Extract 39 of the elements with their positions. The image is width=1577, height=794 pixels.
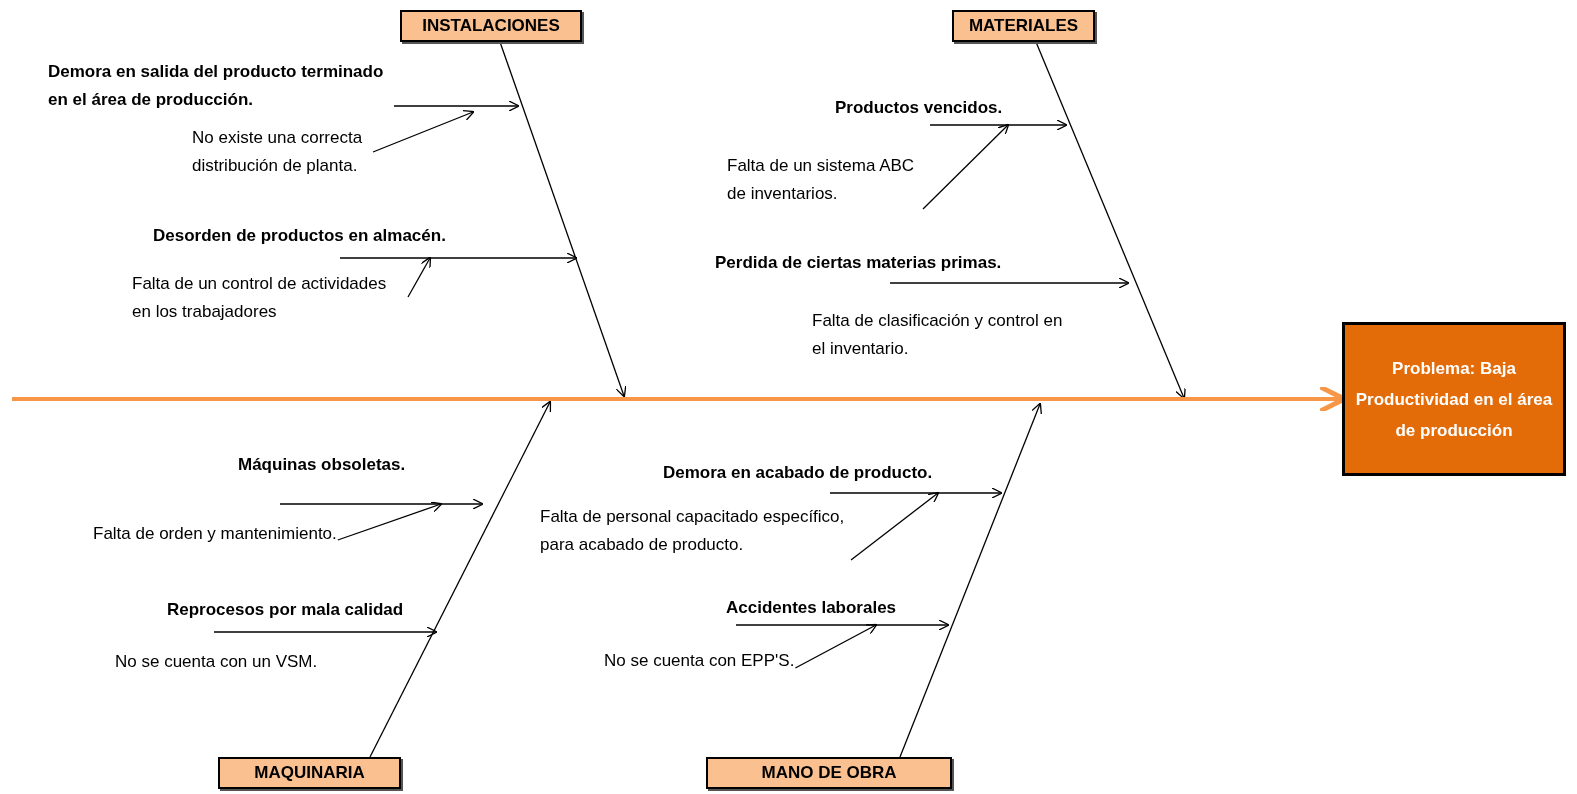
sub-cause-text: No se cuenta con EPP'S. — [604, 647, 795, 675]
sub-cause-text: No se cuenta con un VSM. — [115, 651, 319, 673]
problem-box: Problema: Baja Productividad en el área de producción — [1342, 322, 1566, 476]
arrow — [794, 623, 878, 669]
arrow — [850, 491, 940, 561]
cause-text: Productos vencidos. — [835, 94, 1003, 125]
arrow — [929, 119, 1068, 131]
cause-text: Máquinas obsoletas. — [238, 451, 406, 504]
arrow — [369, 400, 552, 758]
cause-text: Perdida de ciertas materias primas. — [715, 249, 1002, 283]
arrow — [407, 256, 432, 298]
arrow — [279, 498, 484, 510]
arrow — [339, 252, 578, 264]
arrow — [393, 100, 520, 112]
sub-cause-text: Falta de un control de actividades en los trabajadores — [132, 270, 407, 326]
cause-text: Demora en acabado de producto. — [663, 459, 933, 493]
arrow — [1035, 41, 1186, 400]
sub-cause-text: Falta de un sistema ABC de inventarios. — [727, 152, 922, 208]
arrow — [889, 277, 1130, 289]
sub-cause-text: Falta de orden y mantenimiento. — [93, 520, 337, 548]
sub-cause-text: Falta de clasificación y control en el inventario. — [812, 310, 1064, 360]
cause-text: Demora en salida del producto terminado en el área de producción. — [48, 58, 393, 114]
cause-text: Reprocesos por mala calidad — [167, 596, 404, 632]
arrow — [899, 402, 1042, 758]
arrow — [499, 41, 627, 398]
category-box: MANO DE OBRA — [706, 757, 952, 789]
arrow — [829, 487, 1003, 499]
category-box: MATERIALES — [952, 10, 1095, 42]
arrow — [922, 123, 1010, 210]
cause-text: Accidentes laborales — [726, 594, 897, 625]
arrow — [372, 110, 475, 153]
category-box: MAQUINARIA — [218, 757, 401, 789]
arrow — [213, 626, 438, 638]
sub-cause-text: Falta de personal capacitado específico, para acabado de producto. — [540, 503, 850, 559]
sub-cause-text: No existe una correcta distribución de planta. — [192, 124, 372, 180]
category-box: INSTALACIONES — [400, 10, 582, 42]
arrow — [735, 619, 950, 631]
arrow — [337, 501, 443, 541]
cause-text: Desorden de productos en almacén. — [153, 222, 446, 258]
